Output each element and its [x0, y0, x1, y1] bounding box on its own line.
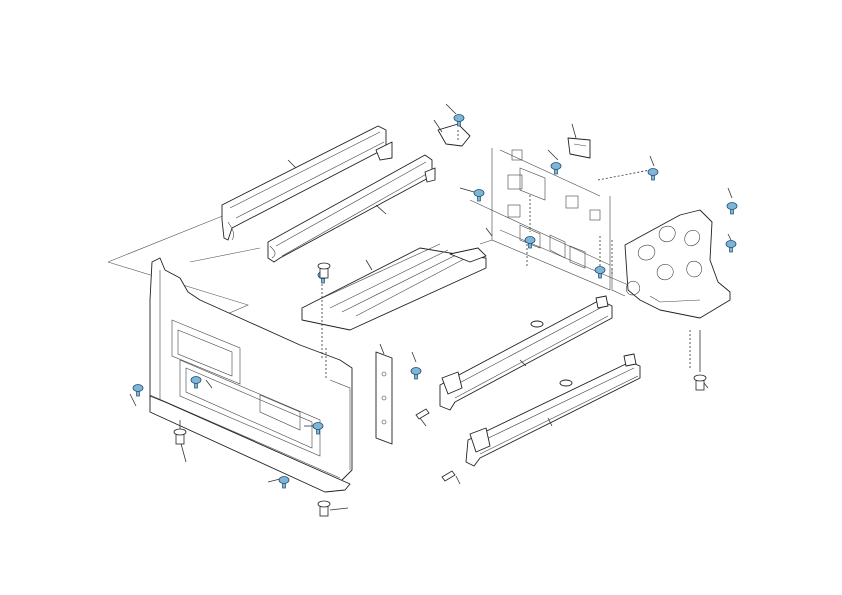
blue-screw-icon — [278, 476, 290, 489]
lower-rail-b — [465, 353, 641, 467]
blue-screw-icon — [726, 202, 738, 215]
pin-icon — [441, 470, 456, 482]
rail-pads — [530, 320, 573, 387]
top-small-bracket-right — [567, 137, 591, 159]
base-frame — [149, 257, 353, 493]
screw-head — [726, 202, 738, 210]
screw-head — [132, 384, 144, 392]
plain-screw-head — [317, 500, 331, 508]
blue-screw-icon — [550, 162, 562, 175]
center-tray-plate — [301, 239, 493, 331]
pins-group — [415, 408, 456, 482]
screw-head — [725, 240, 737, 248]
screw-head — [524, 236, 536, 244]
screw-head — [473, 189, 485, 197]
upper-rail-1 — [221, 125, 393, 241]
screw-head — [550, 162, 562, 170]
right-side-frame — [611, 209, 731, 319]
blue-screw-icon — [190, 376, 202, 389]
plain-screw-icon — [317, 500, 331, 517]
blue-screw-icon — [594, 266, 606, 279]
plain-screw-icon — [173, 428, 187, 445]
blue-screw-icon — [132, 384, 144, 397]
blue-screw-icon — [473, 189, 485, 202]
blue-screw-icon — [453, 114, 465, 127]
screw-head — [410, 367, 422, 375]
plain-screw-head — [317, 262, 331, 270]
screw-head — [453, 114, 465, 122]
dashed-guides — [321, 130, 691, 380]
screw-head — [278, 476, 290, 484]
plain-screw-head — [173, 428, 187, 436]
leader-lines — [129, 103, 733, 511]
pin-icon — [415, 408, 430, 420]
plain-screws-group — [173, 262, 707, 517]
vertical-bracket — [375, 351, 393, 445]
blue-screw-icon — [647, 168, 659, 181]
upper-rail-2 — [267, 154, 436, 263]
blue-screw-icon — [312, 422, 324, 435]
top-small-bracket-left — [437, 123, 471, 147]
plain-screw-icon — [693, 374, 707, 391]
plain-screw-icon — [317, 262, 331, 279]
rear-plate — [491, 148, 613, 291]
pin-body — [441, 470, 456, 482]
blue-screw-icon — [524, 236, 536, 249]
screw-head — [312, 422, 324, 430]
screw-head — [594, 266, 606, 274]
screw-head — [190, 376, 202, 384]
pin-body — [415, 408, 430, 420]
plain-screw-head — [693, 374, 707, 382]
screw-head — [647, 168, 659, 176]
blue-screw-icon — [410, 367, 422, 380]
lower-rail-a — [439, 295, 613, 411]
blue-screw-icon — [725, 240, 737, 253]
